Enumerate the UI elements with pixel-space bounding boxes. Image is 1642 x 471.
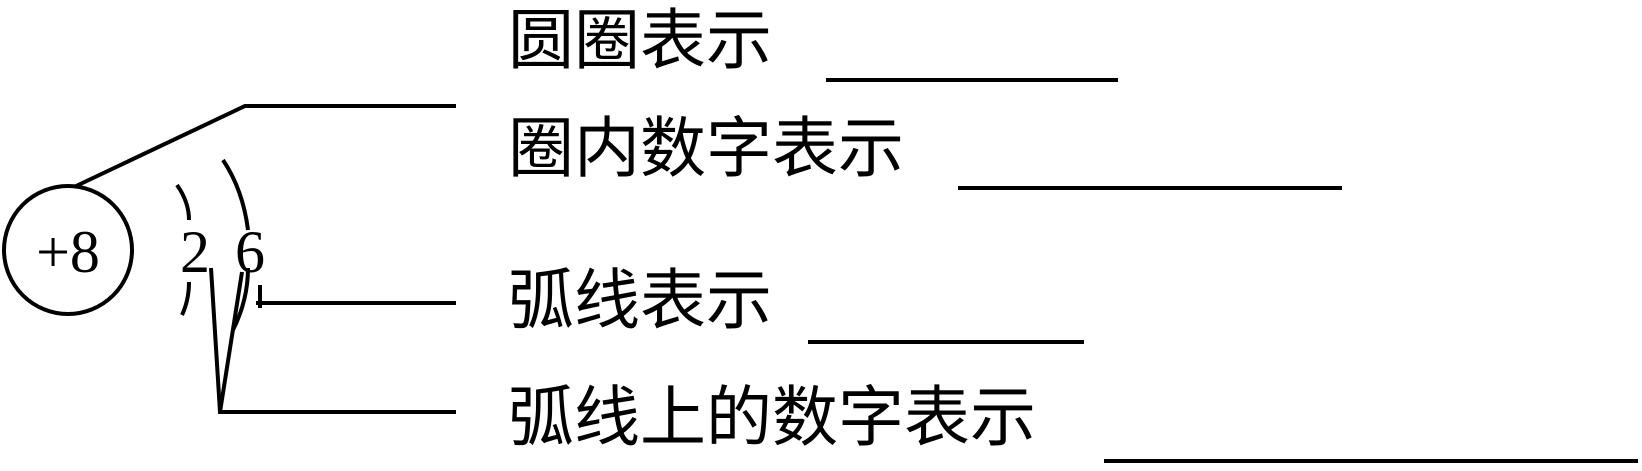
nucleus-circle: [2, 184, 134, 316]
leader-line-circle: [73, 104, 456, 189]
electron-shell-arc-2-upper: [221, 158, 250, 231]
label-arc-number: 弧线上的数字表示: [508, 379, 1036, 456]
nucleus-charge-text: +8: [36, 219, 100, 285]
answer-blank-circle-number[interactable]: [958, 186, 1342, 190]
electron-shell-arc-1-upper: [175, 183, 191, 221]
answer-blank-circle[interactable]: [826, 78, 1118, 82]
answer-blank-arc-number[interactable]: [1104, 459, 1638, 463]
label-arc: 弧线表示: [508, 262, 772, 339]
leader-line-arc-number-branch: [218, 271, 244, 413]
electron-shell-arc-1-lower: [180, 281, 191, 316]
label-circle-number: 圈内数字表示: [508, 110, 904, 187]
answer-blank-arc[interactable]: [808, 340, 1084, 344]
shell-1-electron-count: 2: [180, 219, 210, 285]
label-circle: 圆圈表示: [508, 2, 772, 79]
